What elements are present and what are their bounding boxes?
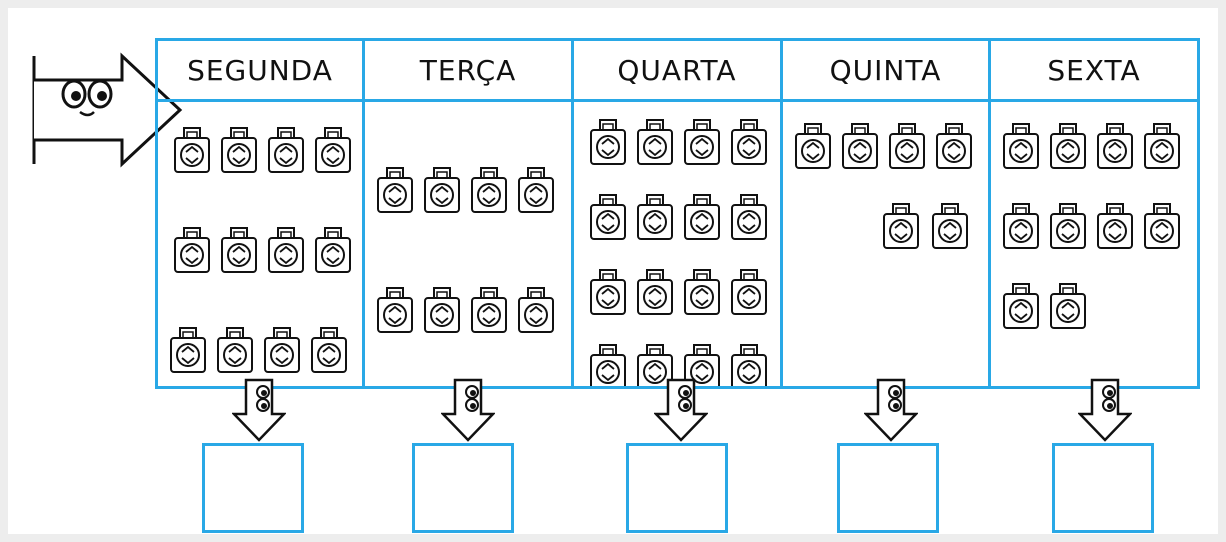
recycle-bag-icon: [1050, 283, 1086, 329]
bag-group-quinta: [795, 123, 972, 249]
recycle-bag-icon: [217, 327, 253, 373]
recycle-bag-icon: [731, 269, 767, 315]
day-header-terca: TERÇA: [362, 38, 574, 102]
recycle-bag-icon: [590, 194, 626, 240]
bag-group-segunda: [170, 127, 351, 373]
recycle-bag-icon: [170, 327, 206, 373]
day-header-segunda: SEGUNDA: [155, 38, 365, 102]
recycle-bag-icon: [1144, 203, 1180, 249]
recycle-bag-icon: [1050, 203, 1086, 249]
answer-box-sexta[interactable]: [1052, 443, 1154, 533]
recycle-bag-icon: [377, 287, 413, 333]
recycle-bag-icon: [1050, 123, 1086, 169]
recycle-bag-icon: [889, 123, 925, 169]
recycle-bag-icon: [424, 287, 460, 333]
recycle-bag-icon: [1144, 123, 1180, 169]
recycle-bag-icon: [471, 287, 507, 333]
recycle-bag-icon: [795, 123, 831, 169]
recycle-bag-icon: [518, 167, 554, 213]
recycle-bag-icon: [637, 194, 673, 240]
day-bag-area: [780, 99, 991, 389]
day-header-quinta: QUINTA: [780, 38, 991, 102]
cartoon-eyes-down-arrow-icon: [441, 378, 495, 442]
recycle-bag-icon: [311, 327, 347, 373]
bag-group-sexta: [1003, 123, 1180, 329]
answer-box-quinta[interactable]: [837, 443, 939, 533]
recycle-bag-icon: [590, 269, 626, 315]
day-label: QUINTA: [829, 53, 942, 87]
recycle-bag-icon: [1003, 283, 1039, 329]
recycle-bag-icon: [842, 123, 878, 169]
recycle-bag-icon: [1003, 203, 1039, 249]
day-header-sexta: SEXTA: [988, 38, 1200, 102]
recycle-bag-icon: [268, 227, 304, 273]
bag-group-quarta: [590, 119, 767, 386]
day-label: QUARTA: [617, 53, 737, 87]
answer-box-segunda[interactable]: [202, 443, 304, 533]
day-bag-area: [362, 99, 574, 389]
answer-box-quarta[interactable]: [626, 443, 728, 533]
cartoon-eyes-down-arrow-icon: [864, 378, 918, 442]
recycle-bag-icon: [221, 227, 257, 273]
recycle-bag-icon: [268, 127, 304, 173]
cartoon-eyes-arrow-icon: [32, 52, 183, 168]
recycle-bag-icon: [883, 203, 919, 249]
recycle-bag-icon: [264, 327, 300, 373]
recycle-bag-icon: [932, 203, 968, 249]
recycle-bag-icon: [377, 167, 413, 213]
recycle-bag-icon: [174, 127, 210, 173]
cartoon-eyes-down-arrow-icon: [232, 378, 286, 442]
day-label: SEXTA: [1047, 53, 1141, 87]
recycle-bag-icon: [174, 227, 210, 273]
recycle-bag-icon: [590, 119, 626, 165]
recycle-bag-icon: [590, 344, 626, 386]
recycle-bag-icon: [637, 119, 673, 165]
recycle-bag-icon: [684, 119, 720, 165]
recycle-bag-icon: [936, 123, 972, 169]
recycle-bag-icon: [315, 227, 351, 273]
recycle-bag-icon: [1003, 123, 1039, 169]
recycle-bag-icon: [315, 127, 351, 173]
recycle-bag-icon: [684, 194, 720, 240]
recycle-bag-icon: [731, 194, 767, 240]
recycle-bag-icon: [518, 287, 554, 333]
day-bag-area: [988, 99, 1200, 389]
recycle-bag-icon: [221, 127, 257, 173]
day-label: TERÇA: [419, 53, 517, 87]
bag-group-terca: [377, 167, 554, 333]
recycle-bag-icon: [637, 269, 673, 315]
recycle-bag-icon: [1097, 203, 1133, 249]
recycle-bag-icon: [731, 119, 767, 165]
answer-box-terca[interactable]: [412, 443, 514, 533]
recycle-bag-icon: [684, 269, 720, 315]
recycle-bag-icon: [731, 344, 767, 386]
recycle-bag-icon: [637, 344, 673, 386]
cartoon-eyes-down-arrow-icon: [654, 378, 708, 442]
recycle-bag-icon: [1097, 123, 1133, 169]
day-label: SEGUNDA: [187, 53, 333, 87]
day-bag-area: [155, 99, 365, 389]
cartoon-eyes-down-arrow-icon: [1078, 378, 1132, 442]
day-bag-area: [571, 99, 783, 389]
recycle-bag-icon: [424, 167, 460, 213]
recycle-bag-icon: [684, 344, 720, 386]
day-header-quarta: QUARTA: [571, 38, 783, 102]
recycle-bag-icon: [471, 167, 507, 213]
